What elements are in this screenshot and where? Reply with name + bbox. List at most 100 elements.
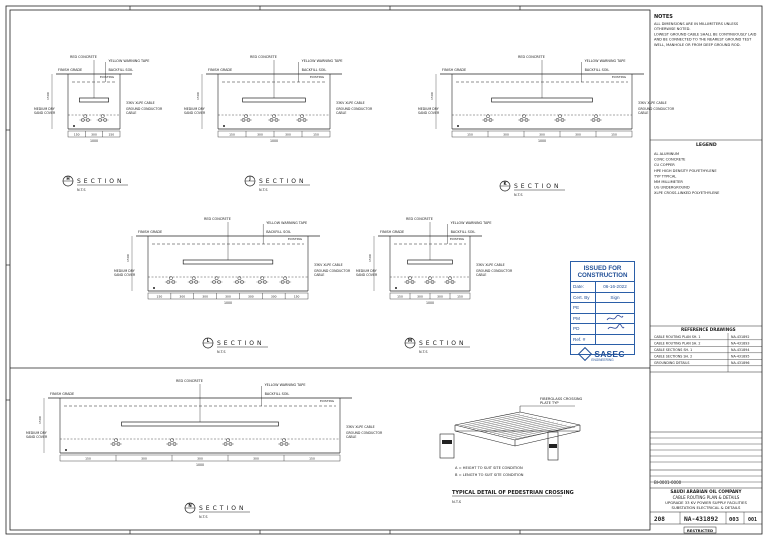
- overall-width: 1000: [270, 139, 278, 143]
- section-letter: H: [66, 176, 69, 181]
- sand-label-2: SAND COVER: [114, 273, 136, 277]
- reference-number: NA-431892: [731, 335, 749, 339]
- depth-dimension: 1500: [46, 92, 50, 100]
- section-letter: N: [188, 503, 191, 508]
- notes-title: NOTES: [654, 14, 673, 20]
- dimension-value: 300: [285, 132, 291, 136]
- legend-item: UG UNDERGROUND: [654, 186, 690, 190]
- cable-conductor: [408, 276, 412, 281]
- finish-grade-label: FINISH GRADE: [208, 68, 232, 72]
- sasec-brand-sub: ENGINEERING: [591, 358, 614, 362]
- depth-dimension: 1500: [196, 92, 200, 100]
- cable-label: 33KV XLPE CABLE: [476, 263, 505, 267]
- finish-grade-label: FINISH GRADE: [380, 230, 404, 234]
- stamp-cert-row: Cert. By Sign: [571, 292, 634, 303]
- title-line-1: CABLE ROUTING PLAN & DETAILS: [673, 495, 740, 500]
- red-concrete-label: RED CONCRETE: [70, 55, 97, 59]
- drawing-number: NA-431892: [684, 516, 718, 523]
- overall-width: 1000: [90, 139, 98, 143]
- cable-conductor: [237, 276, 242, 281]
- title-grid: [650, 437, 762, 524]
- cable-conductor: [486, 114, 490, 119]
- cable-conductor: [214, 276, 219, 281]
- reference-title: CABLE SECTIONS SH. 1: [654, 348, 692, 352]
- overall-width: 1000: [224, 301, 232, 305]
- sand-label-2: SAND COVER: [184, 111, 206, 115]
- sand-label-1: MEDIUM DRY: [356, 269, 377, 273]
- red-concrete-label: RED CONCRETE: [176, 379, 203, 383]
- detail-callout-1: FIBERGLASS CROSSING: [540, 397, 583, 401]
- cable-conductor: [114, 438, 118, 443]
- depth-dimension: 1500: [368, 254, 372, 262]
- restricted-box: [683, 526, 717, 534]
- reference-title: CABLE SECTIONS SH. 2: [654, 355, 692, 359]
- ground-label-2: CABLE: [126, 111, 136, 115]
- backfill-label: BACKFILL SOIL: [108, 68, 133, 72]
- title-line-3: SUBSTATION ELECTRICAL & DETAILS: [672, 505, 741, 510]
- reference-title: CABLE ROUTING PLAN SH. 1: [654, 335, 701, 339]
- legend-item: TYP TYPICAL: [653, 174, 676, 178]
- finish-grade-label: FINISH GRADE: [50, 392, 74, 396]
- note-line: AND BE CONNECTED TO THE NEAREST GROUND T…: [654, 38, 752, 42]
- ground-conductor: [223, 125, 225, 127]
- stamp-date-row: Date: 06-16-2022: [571, 282, 634, 293]
- warning-tape-label: YELLOW WARNING TAPE: [265, 383, 306, 387]
- dimension-value: 150: [611, 132, 617, 136]
- stamp-title: ISSUED FOR CONSTRUCTION: [571, 262, 634, 282]
- reference-title: GROUNDING DETAILS: [654, 361, 689, 365]
- dimension-value: 300: [271, 294, 277, 298]
- existing-label: EXISTING: [320, 399, 335, 403]
- dimension-value: 150: [108, 132, 114, 136]
- dimension-value: 150: [309, 456, 315, 460]
- stamp-sign-label: Sign: [610, 294, 620, 300]
- section-scale: N.T.S: [419, 350, 428, 354]
- dimension-value: 300: [179, 294, 185, 298]
- reference-number: NA-431894: [731, 348, 749, 352]
- cable-label: 33KV XLPE CABLE: [346, 425, 375, 429]
- depth-dimension: 1500: [38, 416, 42, 424]
- cable-conductor: [522, 114, 526, 119]
- stamp-date-label: Date:: [571, 282, 596, 292]
- warning-tape-label: YELLOW WARNING TAPE: [585, 59, 626, 63]
- issued-for-construction-stamp: ISSUED FOR CONSTRUCTION Date: 06-16-2022…: [570, 261, 635, 362]
- cable-conductor: [300, 114, 304, 119]
- ground-conductor: [73, 125, 75, 127]
- sheet-code: 003: [729, 517, 739, 523]
- stamp-pd-label: PD: [571, 324, 596, 334]
- ground-label: GROUND CONDUCTOR: [638, 107, 675, 111]
- cable-conductor: [244, 114, 248, 119]
- stamp-title-line-1: ISSUED FOR: [583, 265, 622, 272]
- stamp-title-line-2: CONSTRUCTION: [577, 272, 628, 279]
- stamp-pd-row: PD: [571, 323, 634, 335]
- dimension-value: 150: [294, 294, 300, 298]
- stamp-ref-row: Ref. #: [571, 334, 634, 345]
- section-letter: K: [503, 181, 507, 186]
- cable-label: 33KV XLPE CABLE: [336, 101, 365, 105]
- ground-label: GROUND CONDUCTOR: [314, 269, 351, 273]
- note-line: OTHERWISE NOTED.: [654, 27, 691, 31]
- dimension-value: 300: [248, 294, 254, 298]
- legend-item: AL ALUMINUM: [654, 152, 679, 156]
- detail-callout-2: PLATE TYP: [540, 401, 559, 405]
- restricted-label: RESTRICTED: [687, 528, 713, 533]
- cable-conductor: [283, 276, 287, 281]
- ground-label: GROUND CONDUCTOR: [346, 431, 383, 435]
- dimension-value: 300: [539, 132, 545, 136]
- dimension-value: 150: [457, 294, 463, 298]
- finish-grade-label: FINISH GRADE: [442, 68, 466, 72]
- dimension-value: 300: [253, 456, 259, 460]
- dimension-value: 150: [467, 132, 473, 136]
- dimension-value: 150: [157, 294, 163, 298]
- sand-label-1: MEDIUM DRY: [418, 107, 439, 111]
- overall-width: 1000: [538, 139, 546, 143]
- cable-conductor: [226, 438, 230, 443]
- section-scale: N.T.S: [199, 515, 208, 519]
- ground-label: GROUND CONDUCTOR: [476, 269, 513, 273]
- dimension-value: 150: [85, 456, 91, 460]
- dimension-value: 300: [197, 456, 203, 460]
